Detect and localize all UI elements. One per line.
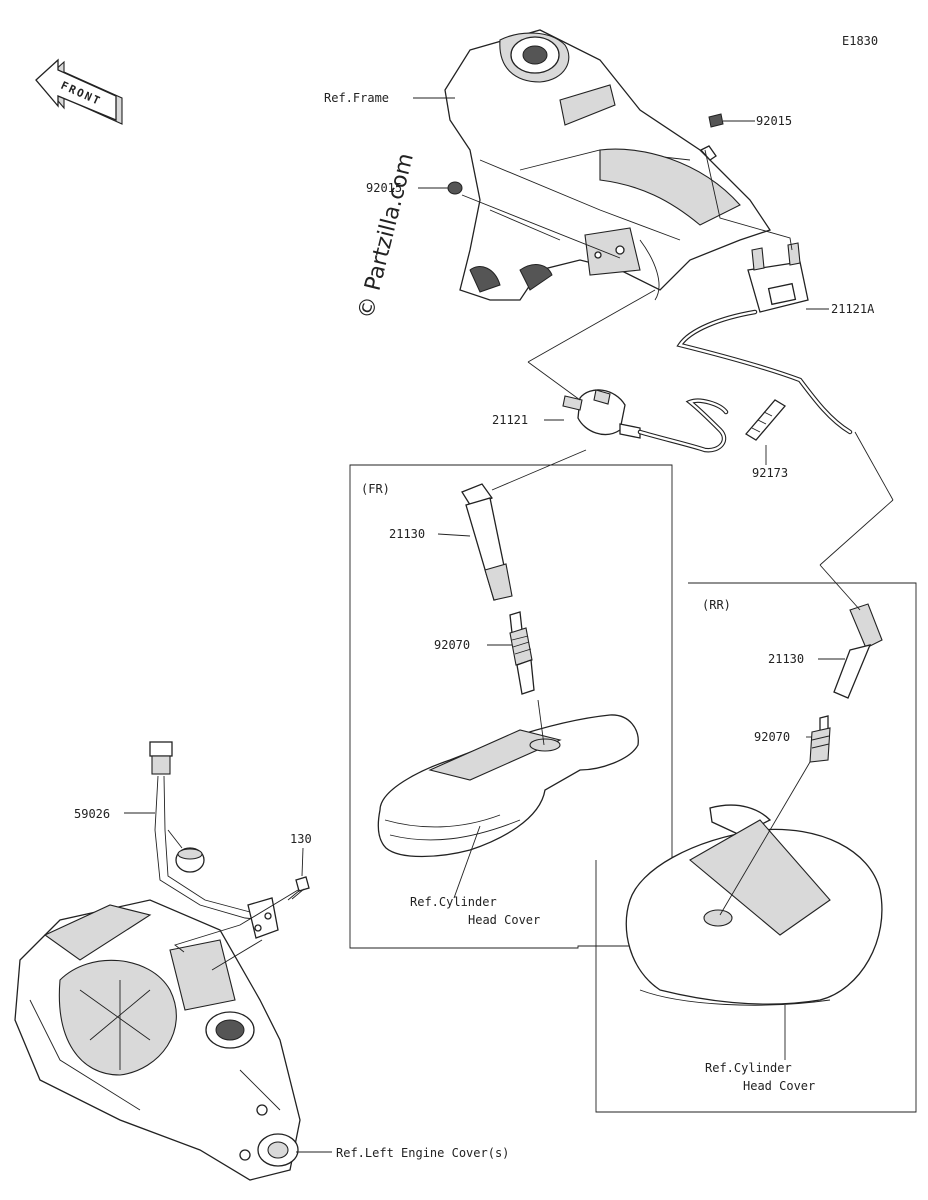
stick-coil-21130-rear [833,603,883,699]
frame-illustration [444,29,772,301]
label-cylinder-cover-front-1: Ref.Cylinder [410,895,497,909]
label-92173: 92173 [752,466,788,480]
watermark: © Partzilla.com [354,151,419,322]
engine-case-illustration [14,899,301,1181]
spark-plug-92070-rear [809,715,831,763]
label-21130-rear: 21130 [768,652,804,666]
label-21130-front: 21130 [389,527,425,541]
diagram-code: E1830 [842,34,878,48]
rear-box-label: (RR) [702,598,731,612]
label-ref-left-engine-cover: Ref.Left Engine Cover(s) [336,1146,509,1160]
label-59026: 59026 [74,807,110,821]
label-ref-frame: Ref.Frame [324,91,389,105]
label-92070-front: 92070 [434,638,470,652]
label-130: 130 [290,832,312,846]
spark-plug-92070-front [509,611,535,695]
clip-92015-lower [447,181,463,195]
label-21121A: 21121A [831,302,875,316]
sensor-harness-59026 [149,741,279,939]
label-92015-upper: 92015 [756,114,792,128]
stick-coil-21130-front [461,483,513,601]
label-cylinder-cover-front-2: Head Cover [468,913,540,927]
rear-cylinder-box: (RR) [595,582,917,1113]
leader-lines [124,97,894,1153]
clip-92015-upper [699,113,724,161]
front-cylinder-box: (FR) [349,464,673,949]
wire-clamp-92173 [745,399,786,441]
ignition-coil-21121A [747,242,809,313]
front-cylinder-head-cover [377,714,639,858]
high-tension-leads [637,309,853,453]
front-arrow: FRONT [35,58,123,125]
label-92070-rear: 92070 [754,730,790,744]
label-21121: 21121 [492,413,528,427]
callout-labels: Ref.Frame 92015 92015 21121A 21121 92173… [74,91,875,1160]
rear-cylinder-head-cover [625,804,883,1006]
label-cylinder-cover-rear-1: Ref.Cylinder [705,1061,792,1075]
bolt-130 [287,876,310,901]
label-cylinder-cover-rear-2: Head Cover [743,1079,815,1093]
front-box-label: (FR) [361,482,390,496]
label-92015-lower: 92015 [366,181,402,195]
ignition-coil-21121 [562,389,641,439]
